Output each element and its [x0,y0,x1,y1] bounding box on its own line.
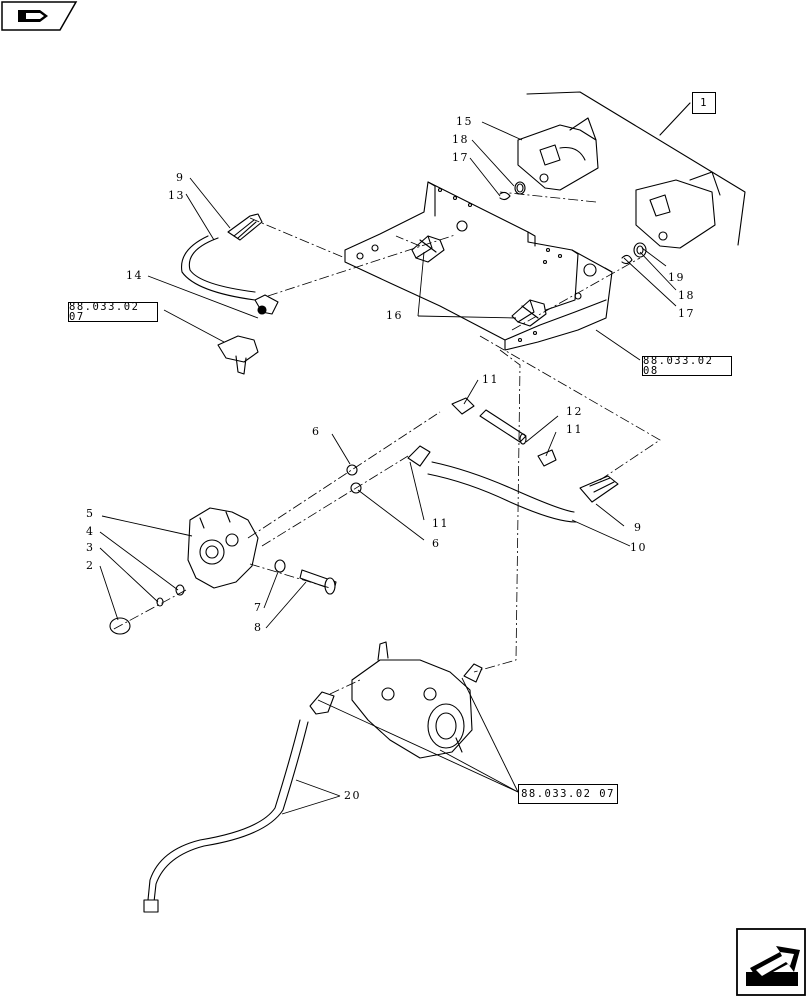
callout-12: 12 [566,405,583,418]
arrow-next-page-icon [746,946,800,986]
callout-15: 15 [456,115,473,128]
mounting-bracket-plate [344,181,613,351]
elbow-11-right [537,449,557,467]
callout-20: 20 [344,789,361,802]
fitting-16-lower [511,299,547,327]
callout-10: 10 [630,541,647,554]
callout-3: 3 [86,541,95,554]
callout-18-right: 18 [678,289,695,302]
callout-8: 8 [254,621,263,634]
callout-16: 16 [386,309,403,322]
coupling-head-15 [517,117,599,191]
item1-group-bracket [526,91,746,246]
hose-20 [143,719,309,913]
elbow-11-top [451,397,475,415]
callout-2: 2 [86,559,95,572]
callout-6-bottom: 6 [432,537,441,550]
callout-13: 13 [168,189,185,202]
callout-17-right: 17 [678,307,695,320]
callout-11-top: 11 [482,373,499,386]
callout-11-mid: 11 [432,517,449,530]
callout-19: 19 [668,271,685,284]
elbow-14 [254,294,279,315]
reference-box-88-033-02-07-upper[interactable]: 88.033.02 07 [68,301,158,322]
coupling-head-19 [635,171,721,249]
fitting-16-upper [411,235,445,263]
elbow-fitting-left [217,335,259,375]
callout-9-top: 9 [176,171,185,184]
callout-17-top: 17 [452,151,469,164]
callout-11-right: 11 [566,423,583,436]
callout-5: 5 [86,507,95,520]
hose-10 [427,461,577,523]
fitting-9-upper [227,213,263,241]
elbow-fitting-lower-left [309,691,335,715]
fitting-lower-right [463,663,483,683]
screw-8 [299,569,337,595]
callout-4: 4 [86,525,95,538]
next-page-button[interactable] [736,928,806,996]
item-1-reference-box[interactable]: 1 [692,92,716,114]
callout-14: 14 [126,269,143,282]
callout-18-top: 18 [452,133,469,146]
prev-page-button[interactable] [0,0,80,32]
callout-9-bottom: 9 [634,521,643,534]
tube-12 [479,409,527,445]
elbow-11-mid [407,445,431,467]
callout-7: 7 [254,601,263,614]
reference-box-88-033-02-07-lower[interactable]: 88.033.02 07 [518,784,618,804]
valve-body-5 [187,507,259,589]
compressor-assembly [351,641,473,759]
callout-6-top: 6 [312,425,321,438]
reference-box-88-033-02-08[interactable]: 88.033.02 08 [642,355,732,376]
fitting-9-lower [579,475,619,503]
hose-13 [180,235,256,301]
